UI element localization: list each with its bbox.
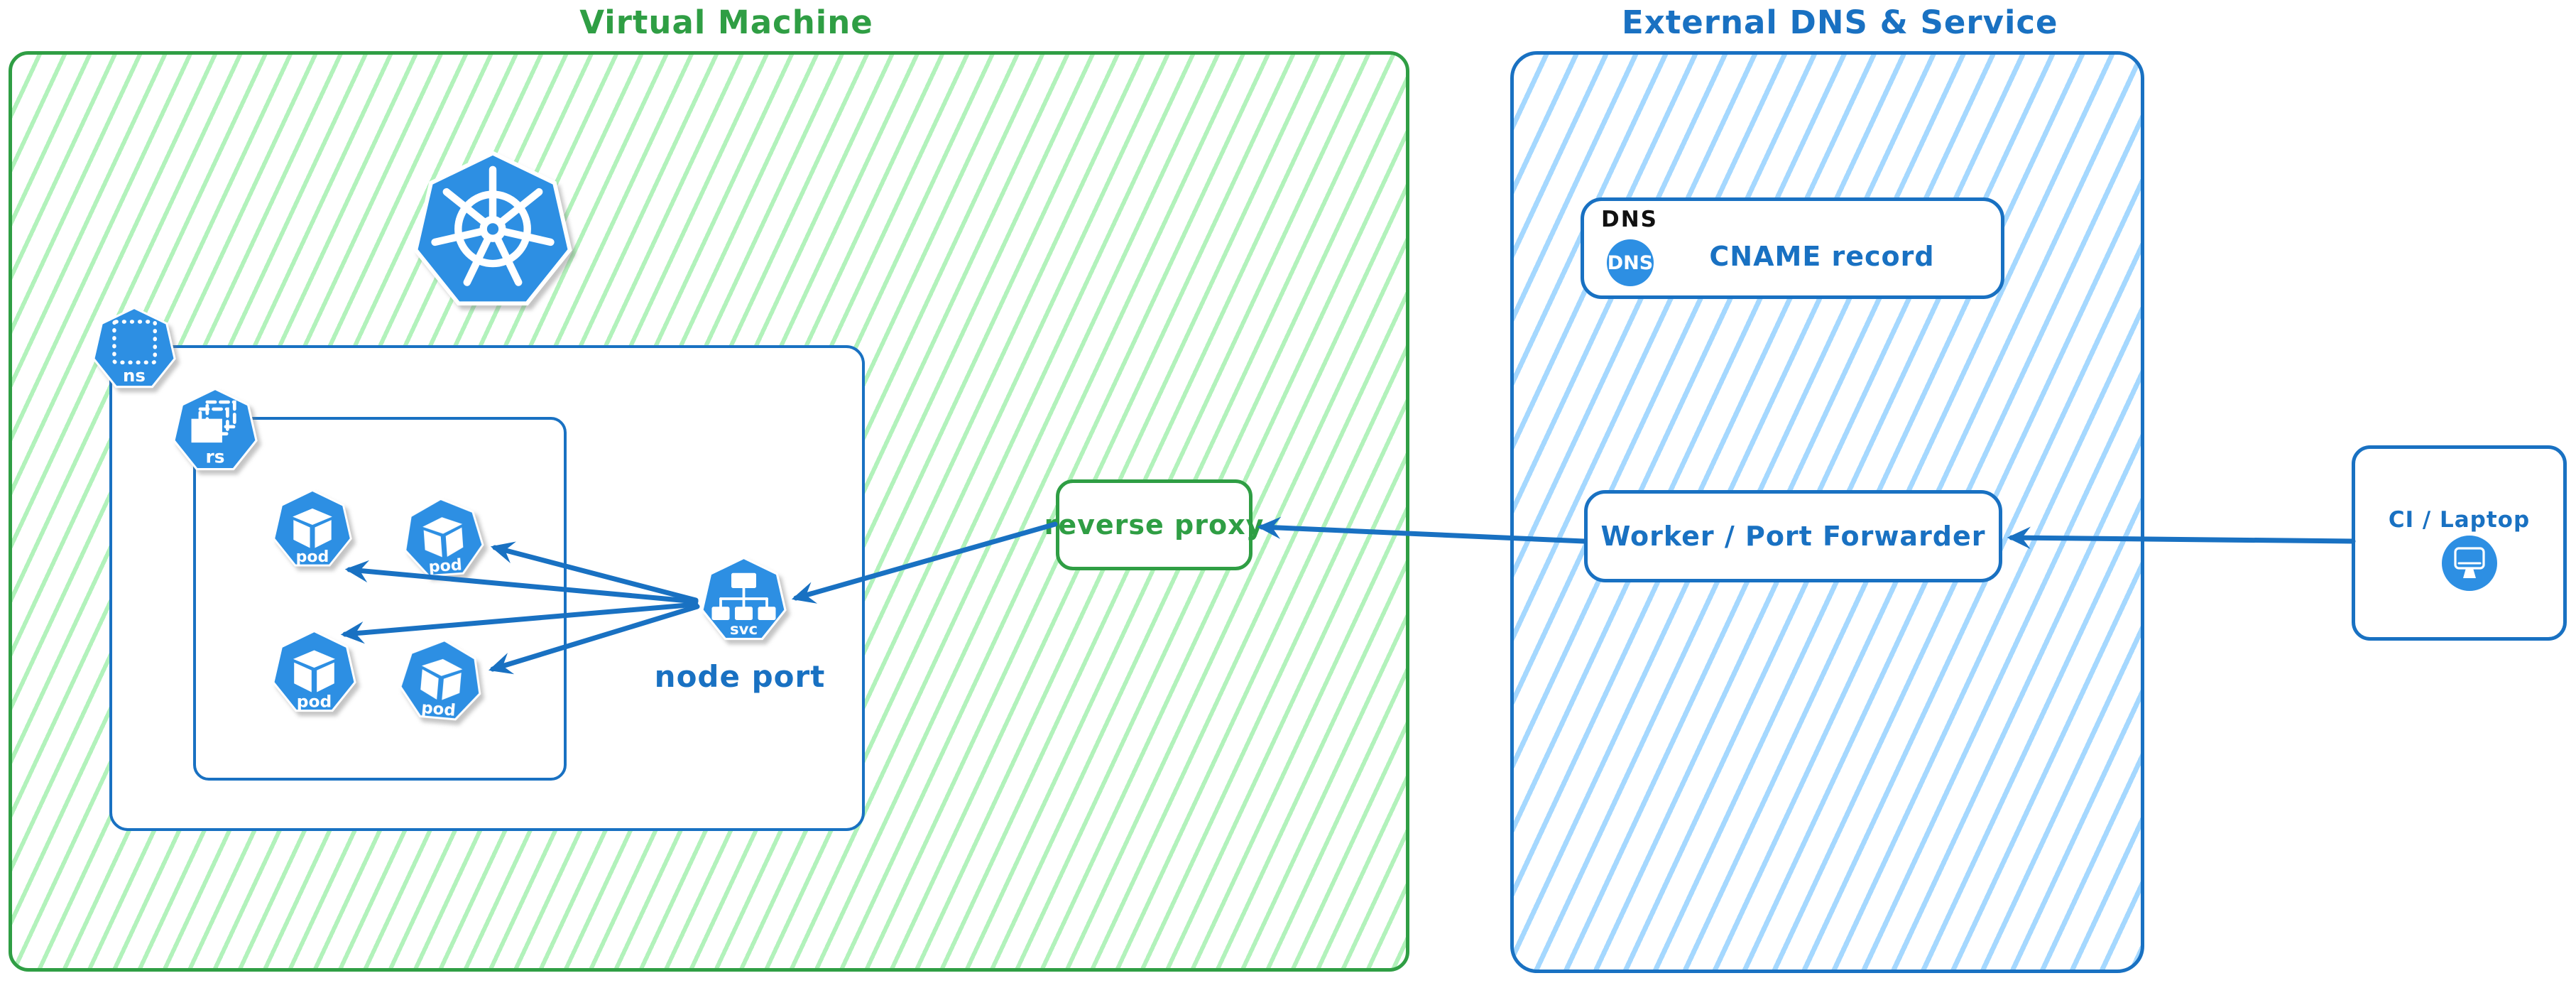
kubernetes-logo-icon — [410, 149, 575, 315]
cube-right-glyph — [315, 520, 332, 548]
cname-record-label: CNAME record — [1709, 241, 1935, 272]
pod-icon-3: pod — [271, 629, 358, 717]
pod-icon-label: pod — [420, 699, 456, 720]
dns-tag-label: DNS — [1601, 207, 1659, 232]
pod-icon-label: pod — [428, 555, 463, 576]
solid-rect-glyph — [191, 418, 222, 443]
service-icon: svc — [699, 556, 788, 645]
worker-port-forwarder-label: Worker / Port Forwarder — [1600, 521, 1986, 552]
ci-laptop-label: CI / Laptop — [2388, 507, 2531, 533]
virtual-machine-title: Virtual Machine — [579, 4, 873, 41]
pod-icon-label: pod — [296, 548, 329, 566]
monitor-icon — [2442, 536, 2497, 591]
reverse-proxy-box: reverse proxy — [1044, 479, 1263, 570]
cube-top-glyph — [293, 508, 332, 526]
pod-icon-2: pod — [399, 494, 488, 583]
ci-laptop-box: CI / Laptop — [2352, 445, 2567, 641]
external-dns-title: External DNS & Service — [1622, 4, 2058, 41]
dns-badge-icon: DNS — [1607, 239, 1654, 286]
reverse-proxy-label: reverse proxy — [1044, 509, 1265, 541]
namespace-icon: ns — [91, 306, 178, 393]
replicaset-icon-label: rs — [206, 447, 225, 467]
replicaset-icon: rs — [171, 387, 259, 475]
service-icon-label: svc — [730, 621, 758, 639]
pod-icon-label: pod — [297, 691, 332, 711]
namespace-icon-label: ns — [123, 365, 146, 386]
svc-root-rect-glyph — [731, 572, 756, 588]
dns-cname-box: DNS DNS CNAME record — [1581, 197, 2004, 299]
pod-icon-1: pod — [271, 489, 354, 571]
node-port-label: node port — [654, 659, 826, 694]
worker-port-forwarder-box: Worker / Port Forwarder — [1584, 490, 2002, 582]
pod-icon-4: pod — [395, 635, 487, 727]
cube-left-glyph — [293, 520, 310, 548]
